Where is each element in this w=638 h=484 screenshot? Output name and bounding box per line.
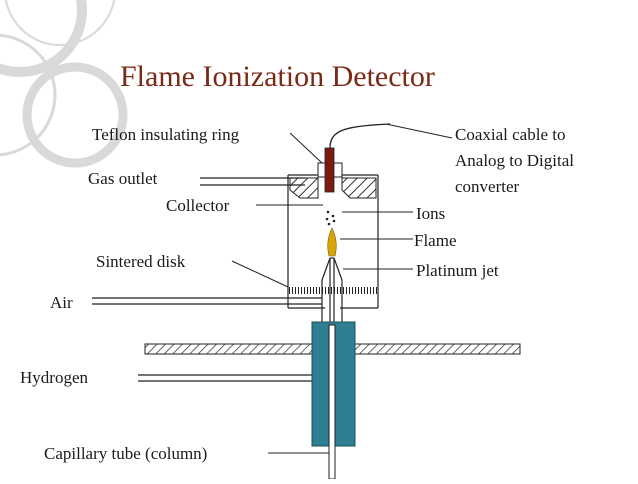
platinum-jet — [321, 257, 343, 325]
label-capillary-tube: Capillary tube (column) — [44, 444, 208, 463]
detector-housing — [287, 174, 379, 309]
label-coaxial-cable-3: converter — [455, 177, 520, 196]
ions — [325, 210, 336, 226]
leader-lines — [231, 123, 453, 288]
collector-electrode — [317, 123, 391, 193]
label-ions: Ions — [416, 204, 446, 223]
label-flame: Flame — [414, 231, 457, 250]
page-title: Flame Ionization Detector — [120, 60, 435, 93]
label-air: Air — [50, 293, 73, 312]
gas-outlet-block — [200, 177, 377, 199]
hydrogen-line — [138, 374, 330, 382]
label-hydrogen: Hydrogen — [20, 368, 88, 387]
flame — [327, 227, 337, 257]
label-gas-outlet: Gas outlet — [88, 169, 158, 188]
air-line — [92, 297, 322, 305]
label-collector: Collector — [166, 196, 230, 215]
label-platinum-jet: Platinum jet — [416, 261, 499, 280]
sintered-disk — [289, 287, 377, 294]
label-teflon-ring: Teflon insulating ring — [92, 125, 240, 144]
label-coaxial-cable-1: Coaxial cable to — [455, 125, 566, 144]
background-rings — [0, 0, 128, 168]
label-coaxial-cable-2: Analog to Digital — [455, 151, 574, 170]
label-sintered-disk: Sintered disk — [96, 252, 186, 271]
